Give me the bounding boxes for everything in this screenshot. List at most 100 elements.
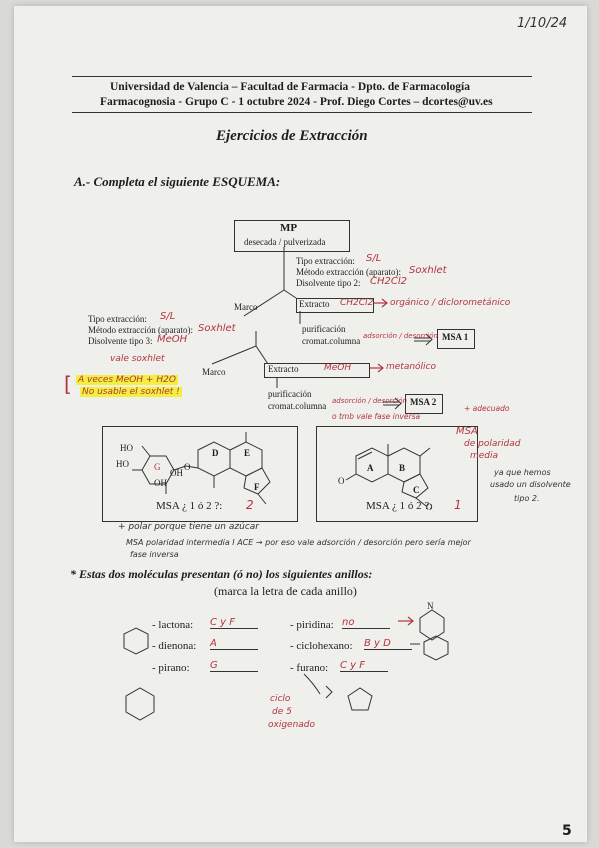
rings-heading: * Estas dos moléculas presentan (ó no) l… [70, 567, 373, 581]
furano-note-2: de 5 [272, 707, 292, 717]
handwritten-date: 1/10/24 [517, 16, 568, 31]
header-line-2: Farmacognosia - Grupo C - 1 octubre 2024… [100, 96, 493, 108]
left-note-vale-soxhlet: vale soxhlet [110, 354, 165, 364]
msa-1-label: MSA 1 [442, 332, 469, 342]
scheme-lines [211, 247, 433, 410]
top-tipo-answer: S/L [366, 253, 382, 264]
extracto-1-note: orgánico / diclorometánico [390, 298, 511, 308]
extracto-2-answer: MeOH [324, 363, 352, 373]
mp-box [234, 220, 350, 252]
mp-sub-label: desecada / pulverizada [244, 237, 326, 247]
right-molecule-structure [345, 444, 431, 507]
left-tipo-label: Tipo extracción: [88, 314, 147, 324]
left-disolvente-label: Disolvente tipo 3: [88, 336, 153, 346]
right-mol-c: C [413, 485, 420, 495]
dienona-answer: A [210, 638, 258, 650]
mp-label: MP [280, 222, 298, 234]
marco-1-label: Marco [234, 302, 258, 312]
marco-2-label: Marco [202, 367, 226, 377]
left-mol-d: D [212, 448, 219, 458]
right-msa-answer: 1 [454, 498, 462, 512]
extracto-1-label: Extracto [299, 299, 330, 309]
right-msa-question: MSA ¿ 1 ó 2 ?: [366, 500, 433, 512]
right-mol-a: A [367, 463, 374, 473]
piridina-answer: no [342, 617, 390, 629]
top-metodo-label: Método extracción (aparato): [296, 267, 401, 277]
page-mark: 5 [562, 823, 572, 839]
msa-2-box [405, 394, 443, 414]
furano-label: - furano: [290, 662, 329, 674]
pirano-answer: G [210, 660, 258, 672]
left-msa-answer: 2 [246, 498, 254, 512]
ciclohexano-answer: B y D [364, 638, 412, 650]
right-mol-o-2: O [426, 502, 433, 512]
extracto-2-note: metanólico [386, 362, 437, 372]
left-metodo-label: Método extracción (aparato): [88, 325, 193, 335]
purif-2-label-a: purificación [268, 389, 312, 399]
right-note-2: de polaridad [464, 439, 521, 449]
right-note-6: tipo 2. [514, 494, 540, 503]
right-note-1: MSA [456, 426, 478, 437]
ring-sketches [123, 609, 449, 721]
left-mol-oh-2: OH [154, 478, 167, 488]
header-bottom-rule [72, 112, 532, 113]
left-highlight-1: A veces MeOH + H2O [76, 375, 178, 385]
document-sheet: 1/10/24 Universidad de Valencia – Facult… [14, 6, 587, 842]
right-note-4: ya que hemos [494, 468, 551, 477]
pyridine-n-label: N [427, 601, 434, 611]
left-mol-ho-1: HO [120, 443, 133, 453]
left-bracket: [ [64, 372, 72, 396]
right-mol-b: B [399, 463, 406, 473]
left-mol-oh-1: OH [170, 468, 183, 478]
left-mol-ho-2: HO [116, 459, 129, 469]
note-line-1: + polar porque tiene un azúcar [118, 522, 259, 532]
top-metodo-answer: Soxhlet [409, 265, 447, 276]
purif-2-label-b: cromat.columna [268, 401, 327, 411]
left-mol-f: F [254, 482, 260, 492]
note-line-2: MSA polaridad intermedia I ACE → por eso… [126, 538, 471, 547]
furano-answer: C y F [340, 660, 388, 672]
page-title: Ejercicios de Extracción [216, 128, 368, 144]
header-top-rule [72, 76, 532, 77]
right-note-3: media [470, 451, 499, 461]
left-mol-g: G [154, 462, 161, 472]
top-disolvente-answer: CH2Cl2 [370, 276, 407, 287]
lactona-label: - lactona: [152, 619, 194, 631]
molecule-left-box [102, 426, 298, 522]
top-tipo-label: Tipo extracción: [296, 256, 355, 266]
purif-1-label-b: cromat.columna [302, 336, 361, 346]
msa-2-note-2: + adecuado [464, 404, 510, 413]
ciclohexano-label: - ciclohexano: [290, 640, 353, 652]
furano-note-3: oxigenado [268, 720, 316, 730]
extracto-1-answer: CH2Cl2 [340, 298, 374, 308]
left-tipo-answer: S/L [160, 311, 176, 322]
pirano-label: - pirano: [152, 662, 190, 674]
left-mol-o: O [184, 462, 191, 472]
msa-1-box [437, 329, 475, 349]
header-line-1: Universidad de Valencia – Facultad de Fa… [110, 81, 470, 93]
purif-2-answer: adsorción / desorción [332, 397, 407, 405]
lactona-answer: C y F [210, 617, 258, 629]
left-metodo-answer: Soxhlet [198, 323, 236, 334]
msa-2-label: MSA 2 [410, 397, 437, 407]
extracto-2-box [264, 363, 370, 378]
left-mol-e: E [244, 448, 251, 458]
msa-2-note: o tmb vale fase inversa [332, 412, 421, 421]
left-disolvente-answer: MeOH [157, 334, 188, 345]
left-msa-question: MSA ¿ 1 ó 2 ?: [156, 500, 223, 512]
extracto-2-label: Extracto [268, 364, 299, 374]
left-molecule-structure [132, 432, 271, 505]
right-note-5: usado un disolvente [490, 480, 571, 489]
section-a-heading: A.- Completa el siguiente ESQUEMA: [74, 174, 281, 189]
top-disolvente-label: Disolvente tipo 2: [296, 278, 361, 288]
extracto-1-box [296, 298, 374, 313]
note-line-3: fase inversa [130, 550, 179, 559]
right-mol-o-1: O [338, 476, 345, 486]
piridina-label: - piridina: [290, 619, 334, 631]
left-highlight-2: No usable el soxhlet ! [80, 387, 182, 397]
purif-1-answer: adsorción / desorción [363, 332, 438, 340]
dienona-label: - dienona: [152, 640, 197, 652]
purif-1-label-a: purificación [302, 324, 346, 334]
molecule-right-box [316, 426, 478, 522]
rings-subheading: (marca la letra de cada anillo) [214, 584, 357, 598]
